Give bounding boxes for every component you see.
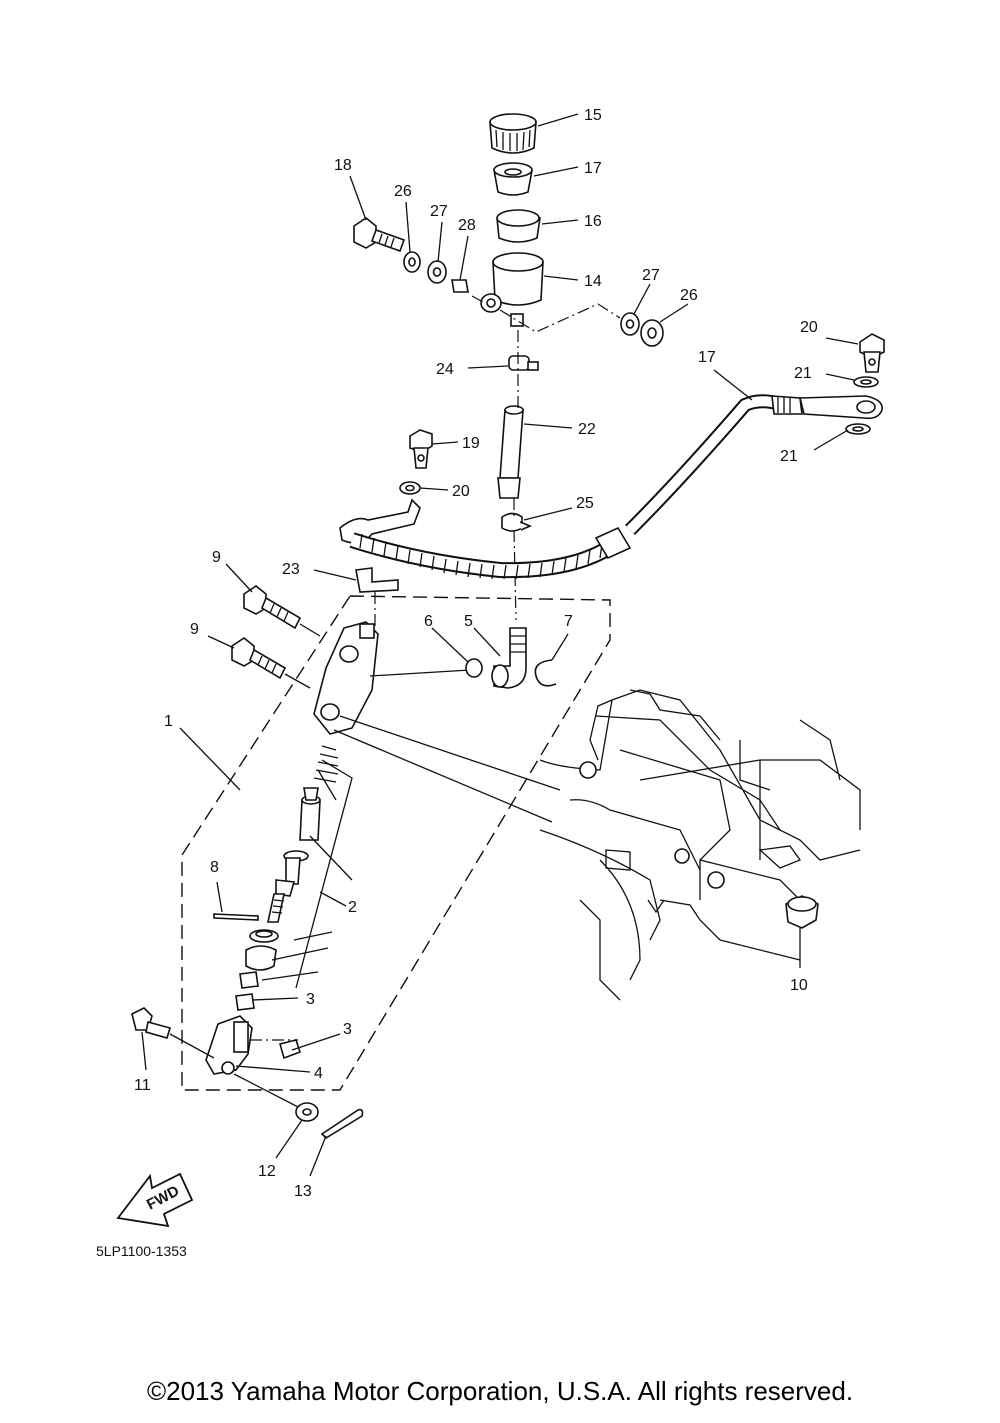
label-5: 5 (464, 613, 473, 630)
label-9-lower: 9 (190, 621, 199, 638)
assembly-outline (181, 595, 611, 1091)
clip-8[interactable] (213, 913, 259, 921)
clip-25[interactable] (501, 512, 533, 532)
bolt-9-lines (284, 623, 321, 689)
reservoir-hose-22[interactable] (497, 405, 524, 499)
label-28: 28 (458, 217, 476, 234)
reference-code: 5LP1100-1353 (96, 1243, 187, 1259)
label-16: 16 (584, 213, 602, 230)
label-1: 1 (164, 713, 173, 730)
label-4: 4 (314, 1065, 323, 1082)
label-27-upper: 27 (430, 203, 448, 220)
label-3-lower: 3 (343, 1021, 352, 1038)
master-cylinder-body[interactable] (313, 621, 379, 735)
label-19: 17 (698, 349, 716, 366)
label-14: 14 (584, 273, 602, 290)
washer-27-upper[interactable] (427, 260, 447, 284)
reservoir-mount-line (471, 295, 621, 333)
washer-26-upper[interactable] (403, 251, 421, 273)
label-12: 12 (258, 1163, 276, 1180)
label-21-left: 20 (452, 483, 470, 500)
label-26-upper: 26 (394, 183, 412, 200)
clevis-4[interactable] (205, 1015, 253, 1075)
pin-line (169, 1033, 301, 1109)
o-ring-6[interactable] (465, 658, 483, 678)
label-20-left: 19 (462, 435, 480, 452)
label-11: 11 (134, 1077, 151, 1094)
label-2: 2 (348, 899, 357, 916)
hose-joint-5[interactable] (491, 627, 527, 689)
bolt-9-upper[interactable] (243, 585, 302, 630)
label-21-upper-right: 21 (794, 365, 812, 382)
label-25: 25 (576, 495, 594, 512)
mount-lines (333, 669, 561, 823)
label-8: 8 (210, 859, 219, 876)
reservoir-tank[interactable] (480, 252, 544, 327)
piston[interactable] (299, 787, 321, 841)
reservoir-cap[interactable] (489, 113, 537, 154)
pin-11[interactable] (131, 1007, 172, 1039)
circlip-7[interactable] (534, 659, 557, 687)
bolt-9-lower[interactable] (231, 637, 287, 680)
nut-10[interactable] (785, 895, 819, 929)
snap-ring[interactable] (249, 929, 279, 943)
banjo-bolt-20-left[interactable] (409, 429, 433, 469)
collar-28[interactable] (451, 279, 469, 293)
label-26-right: 26 (680, 287, 698, 304)
label-20-right: 20 (800, 319, 818, 336)
washer-21-upper-right[interactable] (853, 376, 879, 388)
brake-hose-19[interactable] (339, 394, 883, 580)
washer-12[interactable] (295, 1102, 319, 1122)
label-18: 18 (334, 157, 352, 174)
part-labels: 15 17 16 14 18 26 27 28 27 26 20 17 24 2… (134, 107, 818, 1200)
nut-3-upper[interactable] (235, 971, 259, 1011)
leader-lines (141, 113, 859, 1177)
label-3-upper: 3 (306, 991, 315, 1008)
nut-3-lower[interactable] (279, 1039, 302, 1060)
label-7: 7 (564, 613, 573, 630)
label-21-lower-right: 21 (780, 448, 798, 465)
diaphragm[interactable] (496, 209, 541, 243)
fwd-arrow-icon: FWD (116, 1172, 194, 1228)
label-9-upper: 9 (212, 549, 221, 566)
push-rod[interactable] (267, 850, 309, 923)
washer-26-right[interactable] (640, 319, 664, 347)
label-10: 10 (790, 977, 808, 994)
bolt-18[interactable] (353, 217, 406, 253)
cotter-pin-13[interactable] (320, 1108, 364, 1140)
copyright-notice: ©2013 Yamaha Motor Corporation, U.S.A. A… (146, 1376, 854, 1406)
label-17: 17 (584, 160, 602, 177)
label-24: 24 (436, 361, 454, 378)
diaphragm-plate[interactable] (493, 162, 533, 196)
label-22: 22 (578, 421, 596, 438)
label-13: 13 (294, 1183, 312, 1200)
boot[interactable] (245, 945, 277, 971)
hose-clamp-23[interactable] (355, 567, 399, 593)
spring[interactable] (313, 745, 339, 783)
washer-21-lower-right[interactable] (845, 423, 871, 435)
label-27-right: 27 (642, 267, 660, 284)
clip-24[interactable] (508, 355, 539, 371)
label-23: 23 (282, 561, 300, 578)
banjo-bolt-20-right[interactable] (859, 333, 885, 373)
label-15: 15 (584, 107, 602, 124)
pushrod-bracket-lines (261, 759, 353, 989)
frame-sketch (539, 689, 861, 1001)
label-6: 6 (424, 613, 433, 630)
washer-27-right[interactable] (620, 312, 640, 336)
washer-21-left[interactable] (399, 481, 421, 495)
